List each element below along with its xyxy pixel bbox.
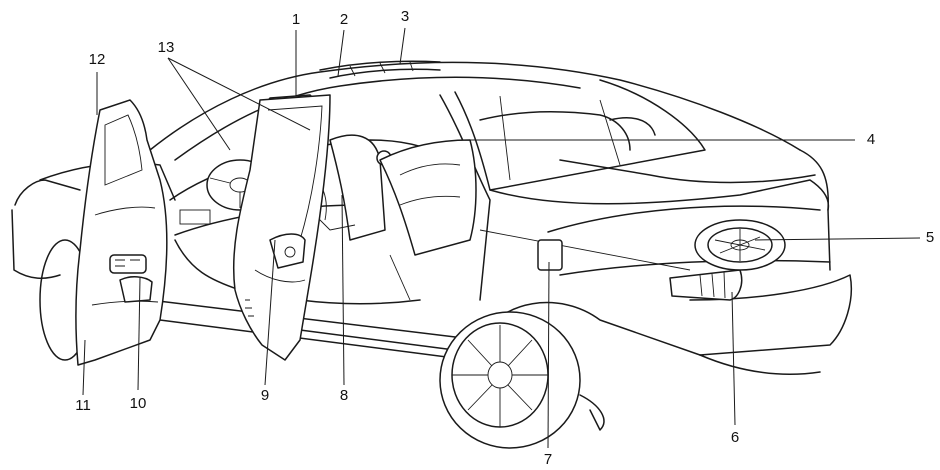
callout-13: 13 — [157, 39, 175, 56]
callout-10: 10 — [129, 395, 147, 412]
callout-lines — [82, 27, 921, 449]
rear-door — [75, 99, 168, 366]
leader-7 — [547, 261, 550, 449]
callout-11: 11 — [75, 397, 91, 414]
callout-3: 3 — [400, 8, 410, 25]
callout-1: 1 — [291, 11, 301, 28]
door-handle — [269, 233, 306, 269]
leader-6 — [731, 291, 736, 426]
callout-8: 8 — [339, 387, 349, 404]
leader-11 — [82, 339, 86, 396]
leader-10 — [137, 277, 141, 391]
callout-5: 5 — [925, 229, 935, 246]
leader-2 — [337, 29, 345, 77]
leader-8 — [341, 194, 345, 386]
callout-2: 2 — [339, 11, 349, 28]
window-switch — [109, 254, 147, 274]
sunroof — [319, 60, 441, 79]
callout-7: 7 — [543, 451, 553, 468]
rear-wheel — [439, 311, 605, 449]
fuel-door — [537, 239, 563, 271]
car-body — [11, 61, 852, 376]
leader-13a — [167, 57, 231, 151]
leader-3 — [399, 27, 406, 65]
leader-13b — [167, 57, 311, 131]
callout-4: 4 — [866, 131, 876, 148]
spare-tire — [694, 219, 786, 271]
callout-6: 6 — [730, 429, 740, 446]
front-door — [232, 94, 331, 361]
callout-12: 12 — [88, 51, 106, 68]
leader-9 — [264, 239, 276, 386]
leader-5 — [754, 237, 921, 241]
callout-9: 9 — [260, 387, 270, 404]
